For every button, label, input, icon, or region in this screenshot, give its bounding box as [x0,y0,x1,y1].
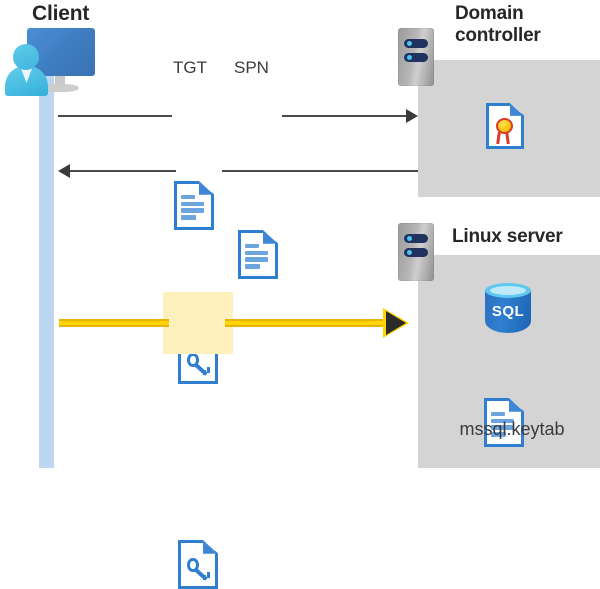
linux-server-title: Linux server [452,226,563,247]
spn-document-icon [238,230,278,279]
document-text-line [245,244,259,249]
linux-server-rack-icon [398,223,434,281]
domain-controller-title-line1: Domain [455,3,524,24]
document-text-line [181,208,205,213]
request-arrow-head [406,109,418,123]
sql-database-icon: SQL [485,283,531,337]
tgt-label: TGT [173,58,207,77]
certificate-fold [509,103,524,116]
service-ticket-arrow-head-inner [386,311,406,335]
key-tooth-icon [202,369,206,376]
service-ticket-highlight-box [163,292,233,354]
document-text-line [245,257,269,262]
person-head-icon [13,44,39,70]
document-text-line [491,412,505,417]
rack-bay-icon [404,53,428,62]
response-arrow-segment-right [222,170,418,172]
certificate-icon [486,103,524,149]
service-ticket-key-document-icon [178,540,218,589]
monitor-stand-neck [55,76,65,86]
database-cylinder-top-inner [490,286,526,295]
service-ticket-arrow-segment-left [59,319,169,327]
document-text-line [245,250,269,255]
certificate-seal [495,117,514,135]
response-arrow-head [58,164,70,178]
key-tooth-icon [202,574,206,581]
user-with-monitor-icon [5,28,97,100]
service-ticket-arrow-segment-right [225,319,387,327]
rack-bay-icon [404,234,428,243]
keytab-document-icon [484,398,524,447]
rack-led-icon [406,41,412,46]
key-ring-icon [186,352,199,368]
rack-led-icon [406,236,412,241]
sql-label: SQL [491,303,525,320]
document-text-line [181,215,197,220]
document-page [174,181,214,230]
rack-led-icon [406,250,412,255]
monitor-stand-base [41,84,79,92]
domain-controller-title-line2: controller [455,25,541,47]
rack-led-icon [406,55,412,60]
diagram-canvas: Client Domain controller Linux server [5,2,600,589]
document-text-line [491,418,515,423]
request-arrow-segment-right [282,115,408,117]
document-text-line [491,432,507,437]
domain-controller-server-rack-icon [398,28,434,86]
document-text-line [181,195,195,200]
key-tooth-icon [206,572,210,578]
key-tooth-icon [206,367,210,373]
client-lifeline [39,70,54,468]
rack-bay-icon [404,39,428,48]
document-text-line [181,201,205,206]
domain-controller-title: Domain controller [455,3,595,48]
document-text-line [245,264,261,269]
rack-bay-icon [404,248,428,257]
document-text-line [491,425,515,430]
spn-label: SPN [234,58,269,77]
tgt-document-icon [174,181,214,230]
response-arrow-segment-left [70,170,176,172]
client-title: Client [32,2,90,25]
request-arrow-segment-left [58,115,172,117]
keytab-filename-label: mssql.keytab [459,419,565,439]
